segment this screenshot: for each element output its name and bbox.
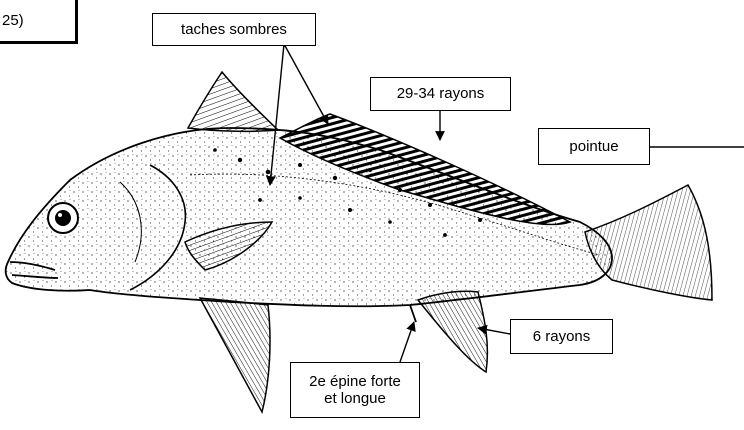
taches-sombres-label: taches sombres bbox=[152, 13, 316, 46]
spiny-dorsal-fin bbox=[188, 72, 278, 131]
corner-fragment-label: 25) bbox=[0, 0, 78, 44]
anal-spine bbox=[410, 305, 416, 322]
taches-arrow-right bbox=[284, 44, 328, 124]
pelvic-fin bbox=[200, 298, 270, 412]
epine-label-line2: et longue bbox=[324, 390, 386, 407]
six-rayons-label: 6 rayons bbox=[510, 319, 613, 354]
pointue-label: pointue bbox=[538, 128, 650, 165]
rayons-29-34-label: 29-34 rayons bbox=[370, 77, 511, 111]
epine-arrow bbox=[400, 322, 414, 362]
epine-label: 2e épine forte et longue bbox=[290, 362, 420, 418]
fish-body bbox=[6, 128, 612, 306]
epine-label-line1: 2e épine forte bbox=[309, 373, 401, 390]
